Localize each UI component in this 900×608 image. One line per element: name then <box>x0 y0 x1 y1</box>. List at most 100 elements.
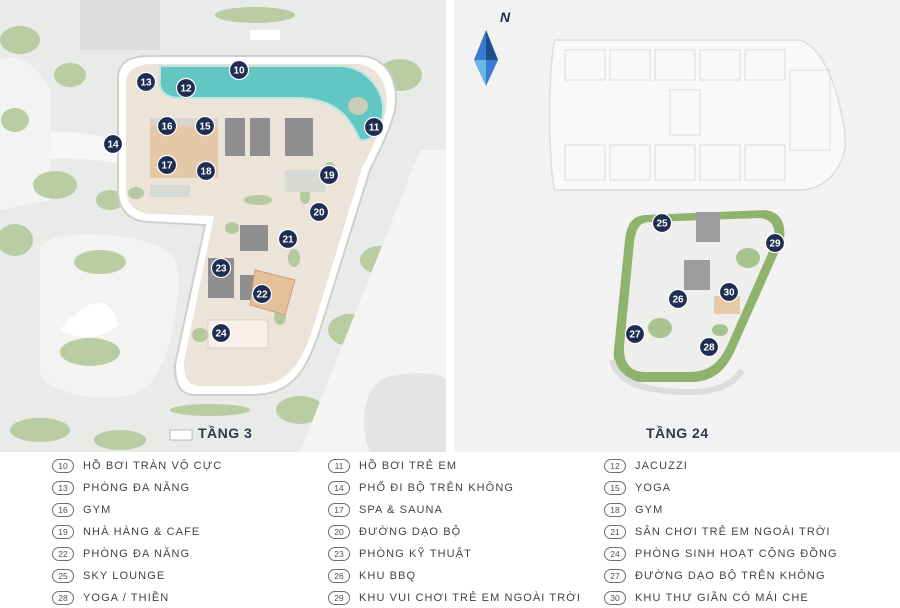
legend-item-15: 15 YOGA <box>604 478 671 498</box>
amenity-marker-22: 22 <box>251 283 273 305</box>
legend-number-badge: 16 <box>52 503 74 517</box>
legend-number-badge: 19 <box>52 525 74 539</box>
compass: N <box>474 9 511 86</box>
terrace-seating <box>150 170 325 197</box>
marker-circle <box>228 59 250 81</box>
amenity-marker-18: 18 <box>195 160 217 182</box>
marker-circle <box>718 281 740 303</box>
amenity-marker-26: 26 <box>667 288 689 310</box>
amenity-marker-21: 21 <box>277 228 299 250</box>
legend-number-badge: 23 <box>328 547 350 561</box>
amenity-marker-15: 15 <box>194 115 216 137</box>
amenity-marker-25: 25 <box>651 212 673 234</box>
marker-circle <box>195 160 217 182</box>
marker-circle <box>194 115 216 137</box>
marker-number: 22 <box>256 290 268 301</box>
marker-number: 28 <box>703 343 715 354</box>
legend-label: ĐƯỜNG DẠO BỘ TRÊN KHÔNG <box>635 570 826 582</box>
legend-label: YOGA <box>635 482 672 494</box>
tower-units <box>564 49 831 181</box>
legend-label: SKY LOUNGE <box>83 570 166 582</box>
legend-number-badge: 21 <box>604 525 626 539</box>
legend-label: PHÒNG KỸ THUẬT <box>359 548 472 560</box>
marker-number: 13 <box>140 78 152 89</box>
marker-number: 17 <box>161 161 173 172</box>
legend-item-28: 28 YOGA / THIỀN <box>52 588 169 608</box>
marker-circle <box>318 164 340 186</box>
marker-number: 21 <box>282 235 294 246</box>
marker-circle <box>277 228 299 250</box>
legend-item-27: 27 ĐƯỜNG DẠO BỘ TRÊN KHÔNG <box>604 566 826 586</box>
marker-number: 18 <box>200 167 212 178</box>
legend-item-23: 23 PHÒNG KỸ THUẬT <box>328 544 472 564</box>
legend-number-badge: 18 <box>604 503 626 517</box>
amenity-marker-29: 29 <box>764 232 786 254</box>
marker-circle <box>175 77 197 99</box>
amenity-marker-11: 11 <box>363 116 385 138</box>
legend-item-24: 24 PHÒNG SINH HOẠT CỘNG ĐỒNG <box>604 544 838 564</box>
floor-24-plan: N <box>454 0 900 452</box>
marker-circle <box>698 336 720 358</box>
legend-label: GYM <box>635 504 664 516</box>
amenity-marker-24: 24 <box>210 322 232 344</box>
legend-label: PHÒNG ĐA NĂNG <box>83 482 191 494</box>
legend-number-badge: 27 <box>604 569 626 583</box>
amenity-marker-16: 16 <box>156 115 178 137</box>
marker-circle <box>251 283 273 305</box>
legend-label: SPA & SAUNA <box>359 504 444 516</box>
marker-circle <box>308 201 330 223</box>
marker-number: 30 <box>723 288 735 299</box>
legend-number-badge: 13 <box>52 481 74 495</box>
marker-circle <box>210 322 232 344</box>
marker-circle <box>651 212 673 234</box>
marker-number: 27 <box>629 330 641 341</box>
legend-number-badge: 30 <box>604 591 626 605</box>
marker-circle <box>624 323 646 345</box>
legend-item-18: 18 GYM <box>604 500 663 520</box>
legend-number-badge: 11 <box>328 459 350 473</box>
pool-island <box>348 97 368 115</box>
amenity-marker-23: 23 <box>210 257 232 279</box>
sky-core-blocks <box>684 212 720 290</box>
marker-circle <box>667 288 689 310</box>
legend-number-badge: 28 <box>52 591 74 605</box>
legend-label: PHỐ ĐI BỘ TRÊN KHÔNG <box>359 482 515 494</box>
legend-number-badge: 14 <box>328 481 350 495</box>
marker-circle <box>156 154 178 176</box>
side-garden <box>0 57 50 211</box>
plaza-feature <box>60 302 118 337</box>
legend-number-badge: 12 <box>604 459 626 473</box>
legend-item-16: 16 GYM <box>52 500 111 520</box>
legend-label: GYM <box>83 504 112 516</box>
marker-number: 12 <box>180 84 192 95</box>
parked-car <box>169 429 193 441</box>
marker-number: 15 <box>199 122 211 133</box>
legend-label: HỒ BƠI TRÀN VÔ CỰC <box>83 460 223 472</box>
amenity-marker-28: 28 <box>698 336 720 358</box>
legend-label: PHÒNG SINH HOẠT CỘNG ĐỒNG <box>635 548 838 560</box>
legend-number-badge: 24 <box>604 547 626 561</box>
tower-footprint <box>549 39 847 191</box>
road-curve <box>364 373 446 452</box>
legend-label: YOGA / THIỀN <box>83 592 170 604</box>
amenity-marker-17: 17 <box>156 154 178 176</box>
marker-number: 14 <box>107 140 119 151</box>
legend-number-badge: 26 <box>328 569 350 583</box>
marker-number: 24 <box>215 329 227 340</box>
infinity-pool <box>158 65 385 142</box>
legend-number-badge: 15 <box>604 481 626 495</box>
legend-number-badge: 10 <box>52 459 74 473</box>
sky-planters <box>648 248 760 338</box>
legend-number-badge: 29 <box>328 591 350 605</box>
amenity-marker-30: 30 <box>718 281 740 303</box>
legend-label: KHU BBQ <box>359 570 417 582</box>
floor-3-label: TẦNG 3 <box>198 425 252 441</box>
marker-number: 23 <box>215 264 227 275</box>
marker-number: 20 <box>313 208 325 219</box>
